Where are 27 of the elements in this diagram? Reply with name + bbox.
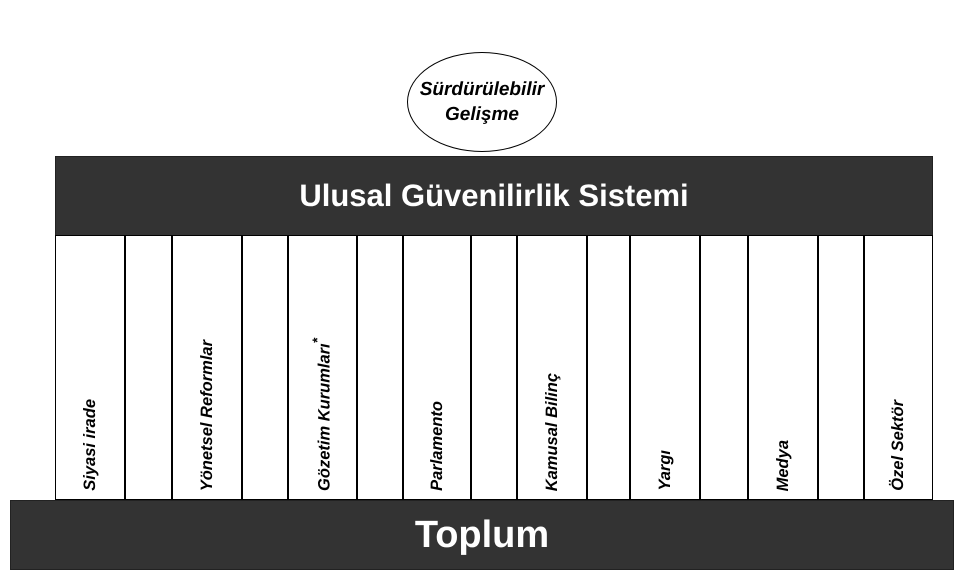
roof-beam [55, 156, 933, 236]
pillar-label: Medya [774, 440, 792, 491]
pillar [630, 235, 700, 500]
pillar-gap [471, 235, 517, 500]
pillar-label: Yargı [656, 450, 674, 491]
pillar-gap [242, 235, 288, 500]
pillar-label: Parlamento [428, 401, 446, 491]
foundation-label: Toplum [414, 514, 550, 556]
foundation-base [10, 500, 954, 570]
pillar [517, 235, 587, 500]
pillar-label: Siyasi irade [80, 399, 100, 491]
pillar-label: Yönetsel Reformlar [198, 340, 216, 491]
roof-label: Ulusal Güvenilirlik Sistemi [299, 178, 689, 214]
pillar-gap [818, 235, 864, 500]
goal-label: Sürdürülebilir Gelişme [418, 78, 546, 127]
pillar [864, 235, 933, 500]
pillar [55, 235, 125, 500]
pillar [748, 235, 818, 500]
pillar [172, 235, 242, 500]
pillar [288, 235, 357, 500]
pillar-gap [125, 235, 172, 500]
pillar [403, 235, 471, 500]
pillar-gap [700, 235, 748, 500]
pillar-gap [357, 235, 403, 500]
pillar-label: Kamusal Bilinç [542, 372, 562, 491]
pillar-gap [587, 235, 630, 500]
pillar-label: Özel Sektör [889, 400, 908, 491]
